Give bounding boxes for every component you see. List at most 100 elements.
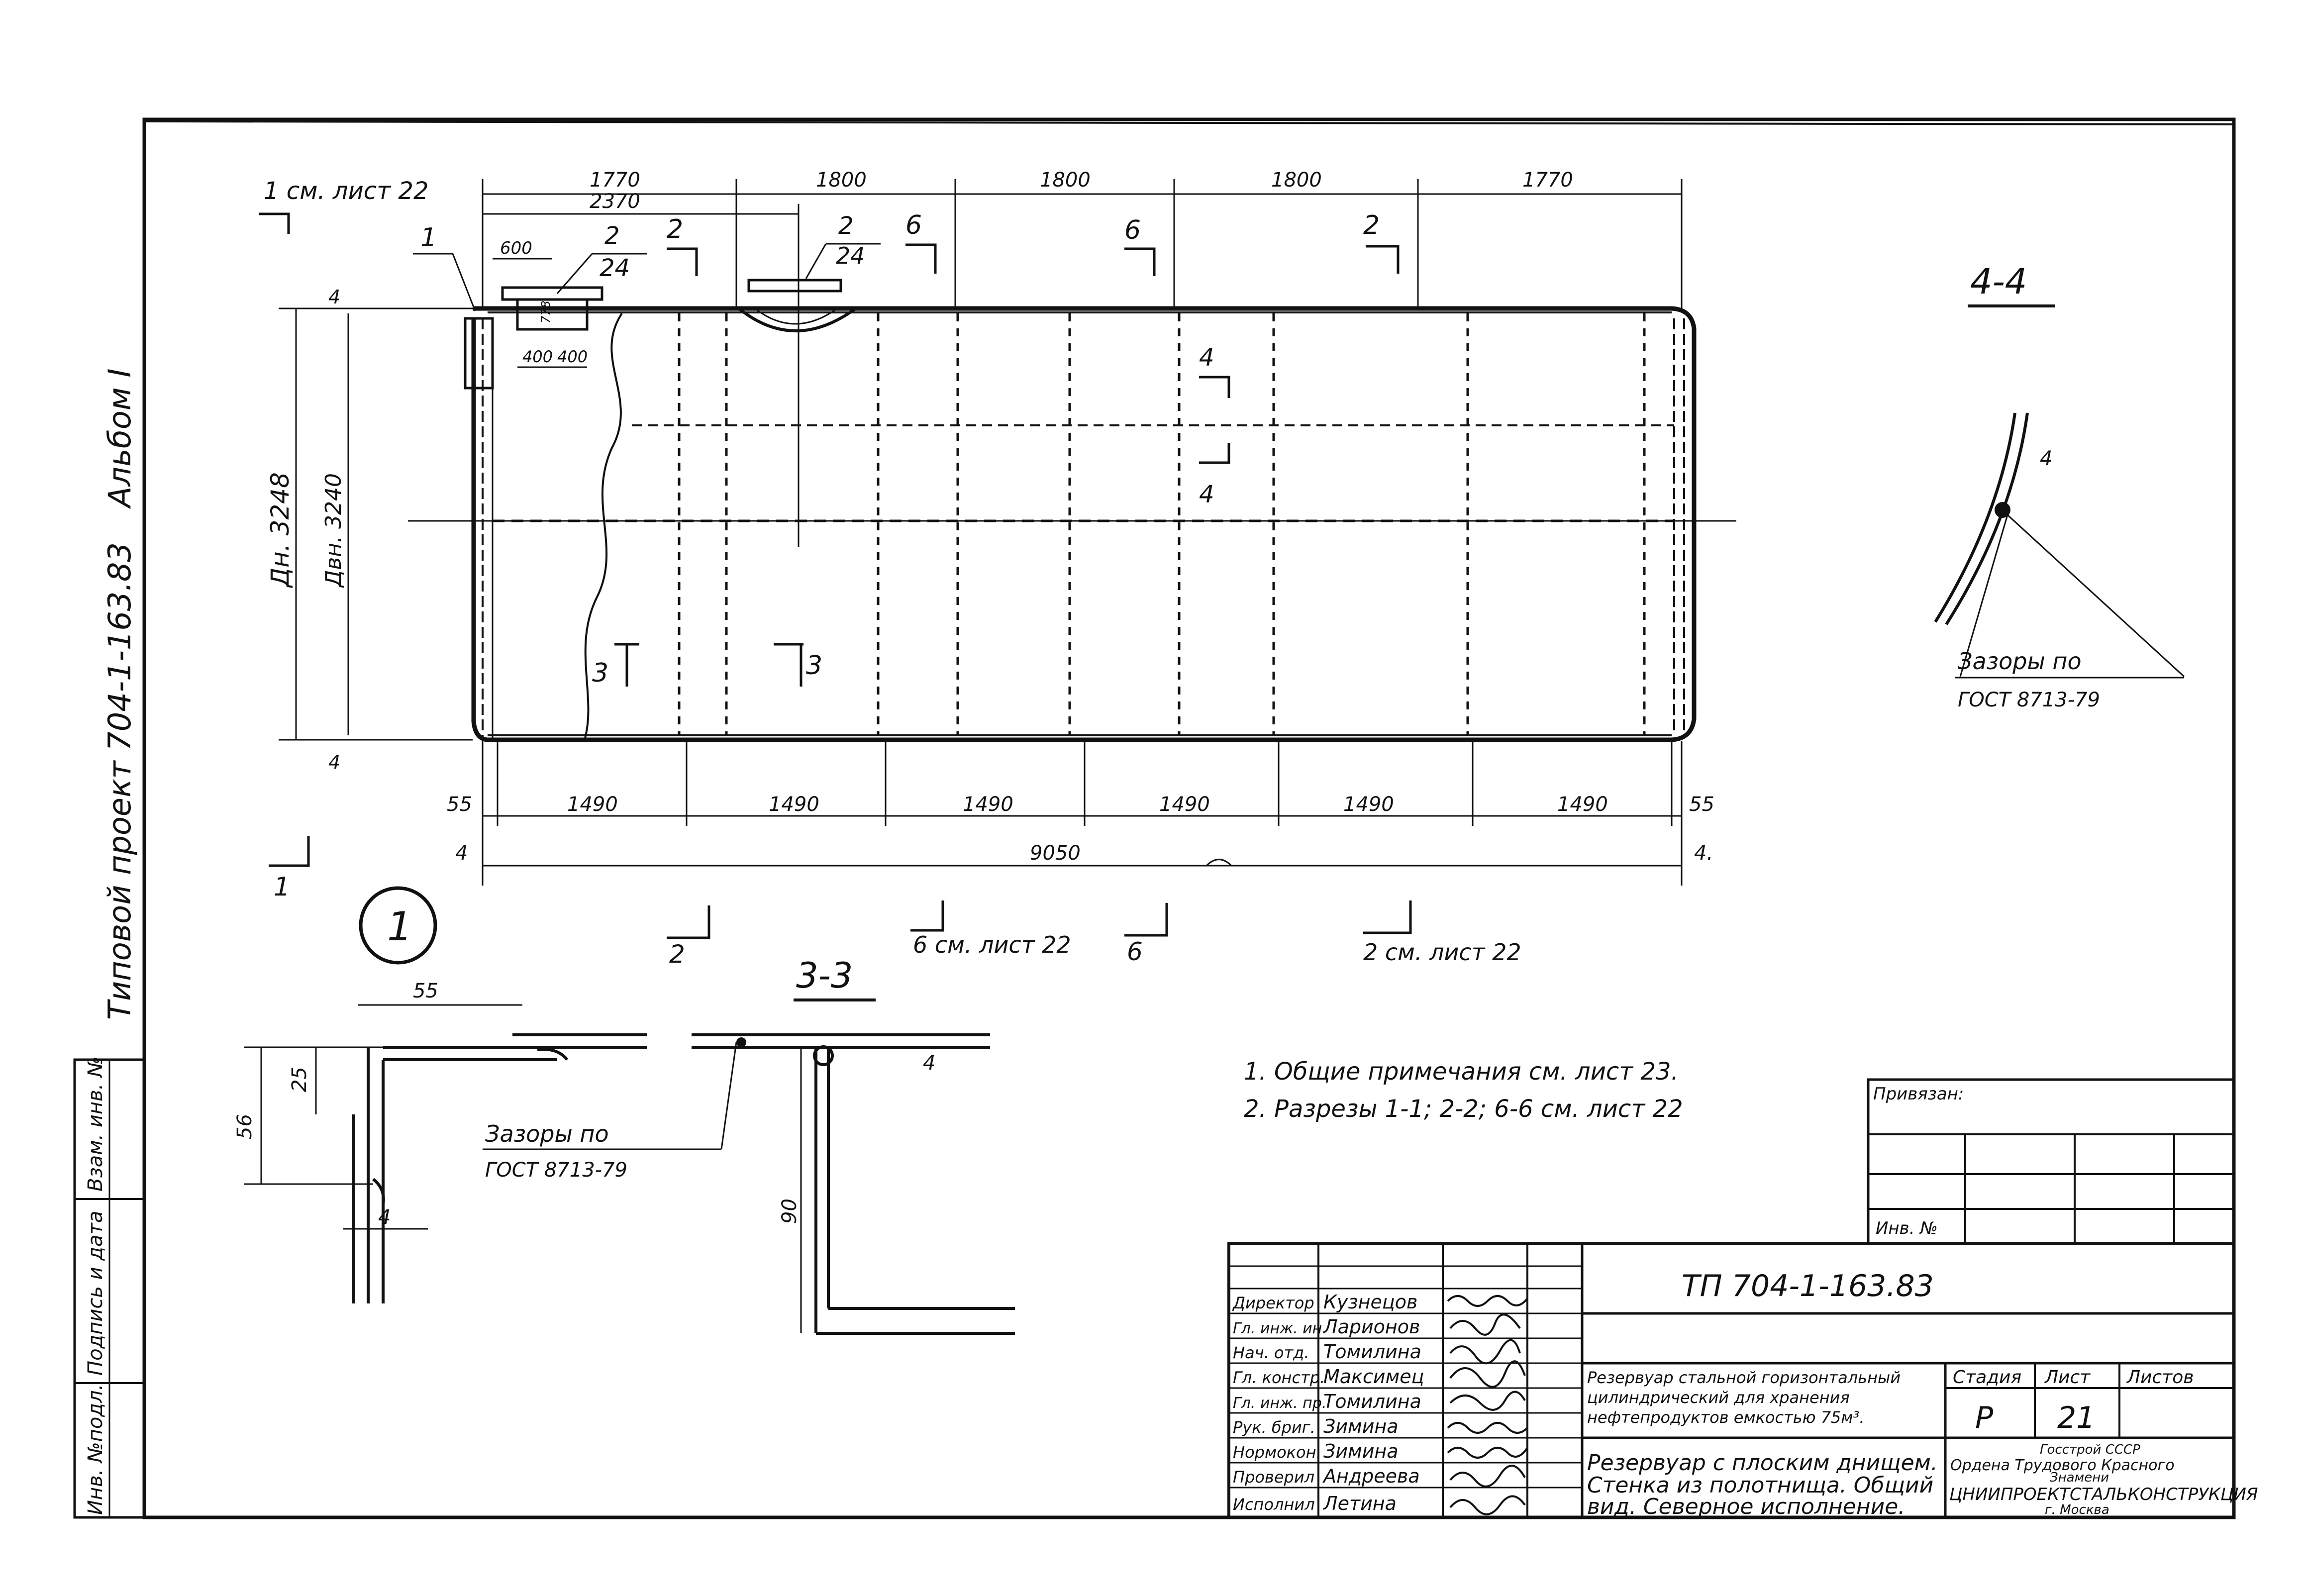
callout-2a-leader <box>556 253 593 294</box>
break-line <box>584 312 623 740</box>
dim-55-left: 55 <box>447 793 472 816</box>
dim-2370: 2370 <box>590 190 640 213</box>
outer-diameter-label: Дн. 3248 <box>266 472 295 588</box>
sheet-title-line-3: вид. Северное исполнение. <box>1587 1494 1905 1519</box>
gap-label: Зазоры по <box>1958 648 2082 675</box>
section-3-3-stiffener <box>814 1047 1015 1335</box>
left-end-flange <box>464 317 494 390</box>
title-block: Директор Гл. инж. ин. Нач. отд. Гл. конс… <box>1227 1242 2258 1519</box>
dim-400-a: 400 <box>522 347 553 366</box>
detail-1-dim-4: 4 <box>378 1206 391 1229</box>
section-marker-1-top <box>259 212 290 234</box>
detail-1-dim-56: 56 <box>233 1114 256 1139</box>
detail-1-dim-25: 25 <box>288 1067 311 1092</box>
description-line-3: нефтепродуктов емкостью 75м³. <box>1587 1408 1865 1427</box>
section-3-3-weld-dot <box>736 1037 746 1047</box>
org-line-1: Госстрой СССР <box>2040 1442 2140 1457</box>
stage-header: Стадия <box>1953 1367 2021 1388</box>
role-director: Директор <box>1232 1294 1314 1312</box>
dim-4-top: 4 <box>328 286 340 308</box>
name-chief-designer: Максимец <box>1323 1366 1424 1388</box>
general-notes: 1. Общие примечания см. лист 23. 2. Разр… <box>1244 1058 1683 1123</box>
total-dim-break <box>1205 859 1232 867</box>
callout-24a: 24 <box>600 254 630 282</box>
dim-bottom-6: 1490 <box>1557 793 1608 816</box>
dim-bottom-3: 1490 <box>963 793 1013 816</box>
description-line-2: цилиндрический для хранения <box>1587 1388 1850 1407</box>
dim-total: 9050 <box>1030 842 1081 865</box>
role-performed: Исполнил <box>1233 1495 1315 1514</box>
description-line-1: Резервуар стальной горизонтальный <box>1587 1368 1901 1387</box>
role-chief-designer: Гл. констр. <box>1233 1368 1325 1387</box>
section-4-4: 4-4 4 Зазоры по ГОСТ 8713-79 <box>1934 261 2185 711</box>
role-team-lead: Рук. бриг. <box>1233 1418 1315 1437</box>
dim-4-left: 4 <box>455 842 468 865</box>
section-3-3: 3-3 4 90 <box>692 955 1015 1335</box>
name-norm-control: Зимина <box>1323 1440 1399 1462</box>
note-2: 2. Разрезы 1-1; 2-2; 6-6 см. лист 22 <box>1244 1095 1683 1123</box>
name-head-dept: Томилина <box>1323 1341 1421 1363</box>
sheet-header: Лист <box>2044 1367 2091 1388</box>
section-3-3-title: 3-3 <box>796 955 853 996</box>
org-line-5: г. Москва <box>2045 1502 2109 1517</box>
section-3-3-dim-4: 4 <box>923 1052 935 1075</box>
svg-text:2: 2 <box>667 214 683 244</box>
detail-1: 1 55 25 56 4 Зазоры по ГОСТ 8713-79 <box>233 886 737 1303</box>
section-marker-2-top-right: 2 <box>1363 210 1400 274</box>
stage-value: Р <box>1975 1400 1994 1435</box>
sheet-frame <box>142 117 2236 1519</box>
tank-inner-line <box>488 311 1672 736</box>
dim-4-bottom: 4 <box>328 751 340 773</box>
name-chief-eng-proj: Томилина <box>1323 1391 1421 1412</box>
section-marker-2-bottom-left: 2 <box>667 905 710 969</box>
section-marker-2-top-left: 2 <box>667 214 698 276</box>
shell-arc-outer <box>1934 412 2016 623</box>
binding-block: Привязан: Инв. № <box>1867 1078 2235 1245</box>
callout-2b: 2 <box>838 212 854 240</box>
dimension-extensions-top <box>482 179 1683 547</box>
detail-1-dim-55: 55 <box>413 980 438 1002</box>
callout-1: 1 <box>420 223 437 253</box>
section-marker-6-top-right: 6 <box>1124 215 1156 276</box>
role-norm-control: Нормокон. <box>1233 1443 1321 1462</box>
hatch-dome <box>738 307 857 332</box>
album-vertical: Альбом I <box>101 368 138 509</box>
svg-text:2: 2 <box>1363 210 1380 240</box>
dim-bottom-5: 1490 <box>1343 793 1394 816</box>
dim-top-1: 1770 <box>590 169 640 192</box>
detail-1-weld <box>372 1048 569 1204</box>
name-checked: Андреева <box>1322 1465 1420 1487</box>
project-code-vertical: Типовой проект 704-1-163.83 <box>101 542 138 1020</box>
svg-text:3: 3 <box>592 658 608 688</box>
stamp-replacement-inv: Взам. инв. № <box>84 1056 107 1192</box>
role-checked: Проверил <box>1233 1468 1314 1487</box>
svg-text:4: 4 <box>1199 344 1214 372</box>
inner-diameter-label: Двн. 3240 <box>321 473 346 588</box>
signatory-rows <box>1229 1312 1582 1489</box>
sheet-value: 21 <box>2057 1400 2095 1435</box>
svg-text:6: 6 <box>1124 215 1141 245</box>
stamp-signature-date: Подпись и дата <box>84 1211 107 1376</box>
dim-55-right: 55 <box>1689 793 1714 816</box>
section-4-4-title: 4-4 <box>1970 261 2027 302</box>
svg-text:6: 6 <box>1127 937 1143 966</box>
detail-1-circle <box>359 886 437 965</box>
dim-400-b: 400 <box>557 347 588 366</box>
note-1: 1. Общие примечания см. лист 23. <box>1244 1058 1679 1086</box>
weld-seams-vertical <box>678 313 1646 736</box>
binding-label: Привязан: <box>1873 1084 1964 1104</box>
signatures <box>1447 1295 1528 1515</box>
name-performed: Летина <box>1322 1493 1397 1514</box>
callout-2b-leader <box>805 243 827 279</box>
section-marker-1-bottom: 1 <box>269 836 310 902</box>
weld-joint <box>1995 502 2010 518</box>
svg-text:6 см. лист 22: 6 см. лист 22 <box>913 931 1071 958</box>
role-chief-eng-proj: Гл. инж. пр. <box>1233 1395 1326 1412</box>
callout-2a: 2 <box>604 222 620 250</box>
title-block-frame <box>1227 1242 2235 1519</box>
name-chief-eng-inst: Ларионов <box>1322 1316 1420 1338</box>
dim-top-4: 1800 <box>1271 169 1322 192</box>
section-4-4-thickness: 4 <box>2040 447 2052 470</box>
section-marker-3-right: 3 <box>774 643 822 687</box>
dim-4-right: 4. <box>1694 842 1713 865</box>
